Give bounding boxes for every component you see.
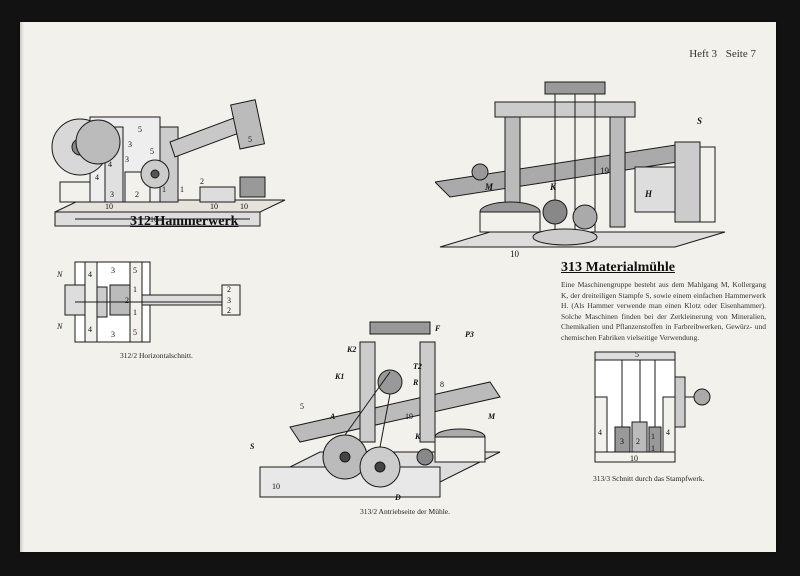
fig312-label: 3 [125, 155, 129, 164]
fig312-label: 1 [180, 185, 184, 194]
fig313-3-caption: 313/3 Schnitt durch das Stampfwerk. [593, 474, 705, 483]
fig312-label: 10 [240, 202, 248, 211]
fig312-label: 5 [138, 125, 142, 134]
fig312-label: 2 [135, 190, 139, 199]
fig312-2-label: 4 [88, 270, 92, 279]
fig312-label: 4 [95, 173, 99, 182]
fig313-2-label: A [329, 412, 336, 421]
fig313-title: 313 Materialmühle [561, 260, 675, 275]
fig312-label: 2 [200, 177, 204, 186]
fig313-3-label: 3 [620, 437, 624, 446]
fig313-2-label: K [414, 432, 421, 441]
fig313-label: 10 [510, 249, 520, 259]
fig313-2-label: T2 [413, 362, 422, 371]
page-header: Heft 3 Seite 7 [683, 48, 756, 60]
book-page: Heft 3 Seite 7 [20, 22, 776, 552]
fig312-label: 10 [150, 215, 158, 224]
fig312-label: 1 [162, 185, 166, 194]
fig313-3-label: 4 [598, 428, 602, 437]
figure-312-hammerwerk: 5 3 5 4 4 3 3 2 1 1 10 10 10 10 2 5 [51, 99, 286, 227]
fig312-label: 10 [210, 202, 218, 211]
page-number: Seite 7 [725, 48, 756, 60]
fig312-2-label: 3 [111, 266, 115, 275]
fig312-2-label: 2 [227, 285, 231, 294]
fig312-label: 3 [128, 140, 132, 149]
issue-label: Heft 3 [689, 48, 717, 60]
fig312-2-label: 2 [227, 306, 231, 315]
fig312-2-label: 3 [227, 296, 231, 305]
fig313-2-label: F [434, 324, 441, 333]
fig313-3-label: 5 [635, 350, 639, 359]
fig312-2-label: 1 [133, 308, 137, 317]
fig312-2-label: 3 [111, 330, 115, 339]
fig313-3-label: 10 [630, 454, 638, 463]
figure-313-2-antriebseite: K2 F P3 K1 T2 R S A M K D 10 5 19 8 [250, 321, 501, 502]
fig313-3-label: 2 [636, 437, 640, 446]
fig312-title: 312 Hammerwerk [130, 214, 239, 229]
fig312-2-label: 4 [88, 325, 92, 334]
fig313-2-label: 19 [405, 412, 413, 421]
fig313-2-label: K1 [334, 372, 344, 381]
figure-313-materialmuehle: S M K H 10 19 [435, 81, 726, 259]
fig312-2-label: N [56, 322, 63, 331]
fig313-2-label: P3 [465, 330, 474, 339]
fig313-2-label: 10 [272, 482, 280, 491]
fig312-label: 10 [105, 202, 113, 211]
fig313-3-label: 1 [651, 432, 655, 441]
fig313-label: H [644, 189, 653, 199]
fig313-label: K [549, 182, 557, 192]
fig312-2-label: 5 [133, 266, 137, 275]
fig312-2-label: 1 [133, 285, 137, 294]
fig312-label: 3 [110, 190, 114, 199]
fig312-2-label: N [56, 270, 63, 279]
fig313-2-label: D [394, 493, 401, 502]
fig312-label: 5 [150, 147, 154, 156]
fig313-2-label: M [487, 412, 496, 421]
page-gutter [20, 22, 24, 552]
figure-312-2-horizontalschnitt: N N 3 3 5 5 2 3 2 2 1 1 4 4 [56, 261, 241, 343]
fig313-label: S [697, 116, 702, 126]
fig312-label: 5 [248, 135, 252, 144]
fig312-2-label: 2 [125, 296, 129, 305]
fig313-2-label: K2 [346, 345, 356, 354]
fig313-description: Eine Maschinengruppe besteht aus dem Mah… [561, 280, 766, 342]
fig313-3-label: 4 [666, 428, 670, 437]
figure-313-3-stampfwerk: 5 4 4 3 2 1 1 10 [594, 350, 711, 463]
fig313-2-label: R [412, 378, 419, 387]
fig312-2-label: 5 [133, 328, 137, 337]
fig312-2-caption: 312/2 Horizontalschnitt. [120, 351, 193, 360]
fig313-label: M [484, 182, 494, 192]
fig313-2-label: 5 [300, 402, 304, 411]
fig313-2-caption: 313/2 Antriebseite der Mühle. [360, 507, 450, 516]
fig313-2-label: S [250, 442, 255, 451]
fig313-3-label: 1 [651, 444, 655, 453]
fig312-label: 4 [108, 160, 112, 169]
fig313-label: 19 [600, 166, 610, 176]
fig313-2-label: 8 [440, 380, 444, 389]
